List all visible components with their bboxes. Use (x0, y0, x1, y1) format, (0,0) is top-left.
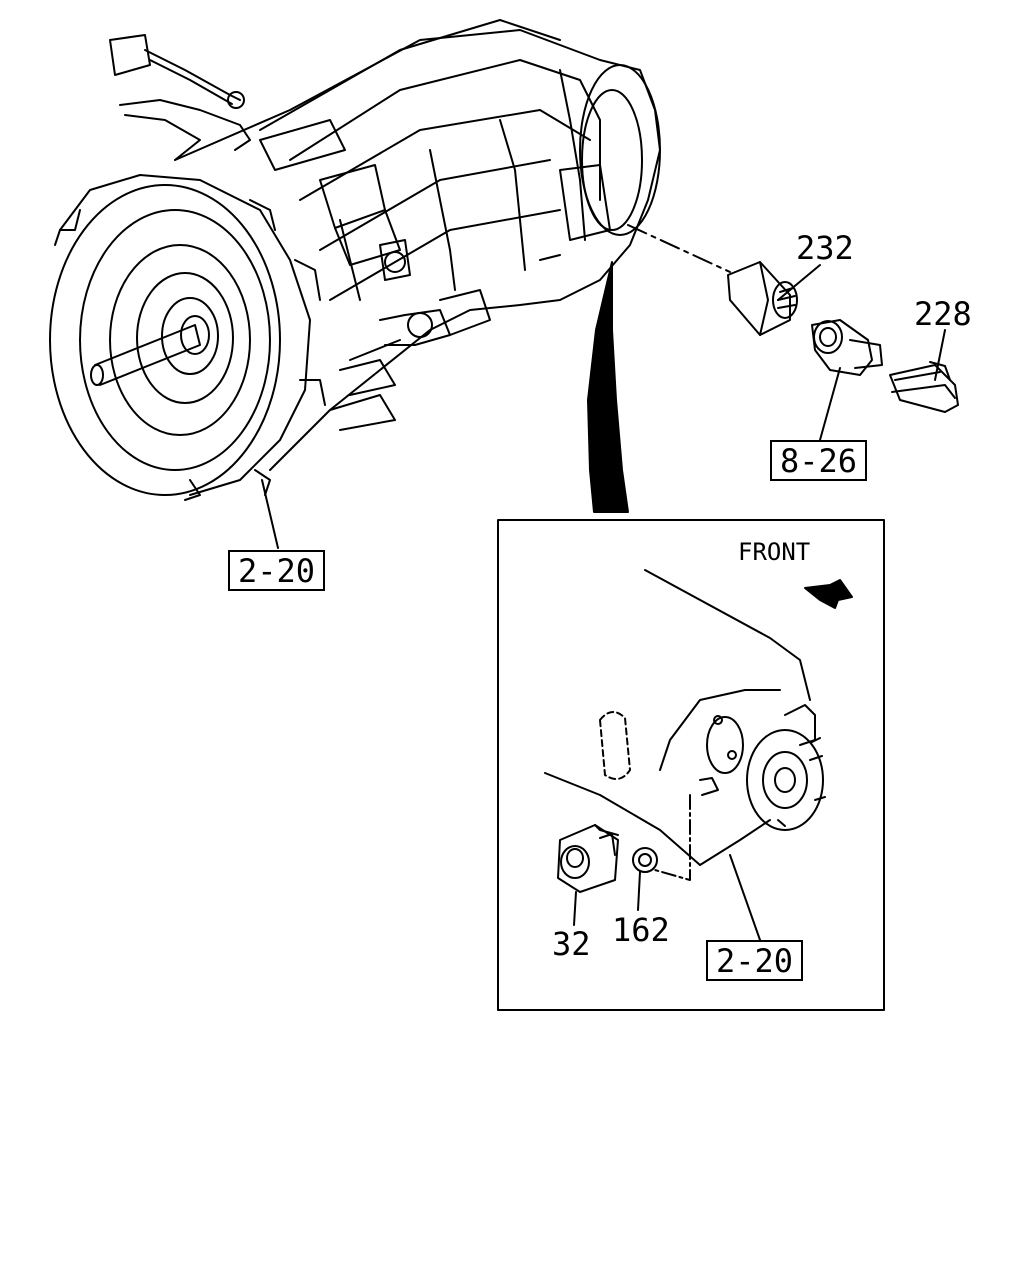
callout-232: 232 (796, 229, 854, 267)
front-label: FRONT (738, 538, 811, 566)
input-shaft (94, 324, 201, 386)
callout-8-26: 8-26 (770, 440, 868, 481)
bell-housing (49, 184, 281, 496)
callout-32: 32 (552, 925, 591, 963)
detail-view (544, 569, 853, 941)
detail-port (599, 711, 631, 780)
leader-232 (777, 264, 821, 301)
callout-228: 228 (914, 295, 972, 333)
transmission-housing (174, 29, 661, 471)
part-162-washer (632, 847, 658, 911)
switch-leader (627, 224, 731, 273)
callout-2-20-main: 2-20 (228, 550, 326, 591)
output-flange (746, 729, 824, 831)
front-arrow-icon (804, 579, 853, 609)
transmission-assembly (49, 19, 731, 501)
part-232-adapter (727, 261, 821, 336)
transmission-housing-top (259, 19, 561, 131)
leader-8-26 (819, 367, 841, 441)
part-228-clip (889, 329, 959, 413)
detail-pointer (587, 261, 629, 513)
rear-flange (579, 64, 661, 236)
switch-8-26 (811, 319, 883, 441)
leader-2-20-detail (729, 854, 761, 941)
detail-frame (497, 519, 885, 1011)
leader-228 (934, 329, 946, 381)
callout-2-20-detail: 2-20 (706, 940, 804, 981)
callout-162: 162 (612, 911, 670, 949)
shift-rod (109, 34, 151, 76)
leader-162 (637, 871, 641, 911)
part-32-sensor (557, 824, 619, 926)
leader-32 (573, 891, 577, 926)
leader-2-20-main (261, 479, 279, 549)
